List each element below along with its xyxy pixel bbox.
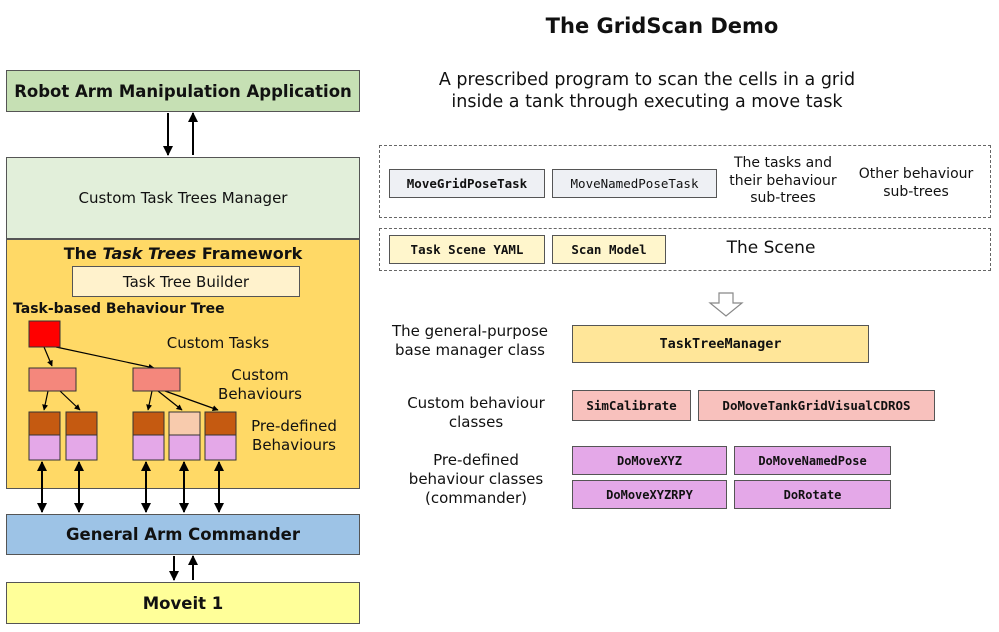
edge-task2-leaf5 bbox=[164, 390, 219, 412]
scene-item-scan-model-label: Scan Model bbox=[571, 242, 647, 257]
scene-item-scan-model: Scan Model bbox=[552, 235, 666, 264]
commander-links bbox=[37, 461, 224, 513]
leaf-5-bottom bbox=[204, 434, 237, 461]
robot-arm-application-box: Robot Arm Manipulation Application bbox=[6, 70, 360, 112]
framework-title-prefix: The bbox=[63, 244, 103, 263]
moveit-label: Moveit 1 bbox=[142, 593, 224, 613]
custom-tasks-label: Custom Tasks bbox=[166, 334, 270, 352]
other-subtrees-line-2: sub-trees bbox=[883, 183, 949, 200]
page-title: The GridScan Demo bbox=[545, 14, 779, 38]
custom-task-trees-manager-box: Custom Task Trees Manager bbox=[6, 157, 360, 239]
other-subtrees-note: Other behaviour sub-trees bbox=[848, 166, 984, 201]
task-class-move-grid-pose: MoveGridPoseTask bbox=[389, 169, 545, 198]
custom-behaviour-classes-line-1: Custom behaviour bbox=[407, 394, 545, 412]
custom-task-trees-manager-label: Custom Task Trees Manager bbox=[78, 189, 288, 207]
class-sim-calibrate: SimCalibrate bbox=[572, 390, 691, 421]
custom-behaviour-classes-label: Custom behaviour classes bbox=[390, 394, 562, 432]
leaf-3-bottom bbox=[132, 434, 165, 461]
edge-root-task1 bbox=[43, 346, 53, 367]
leaf-4-top bbox=[168, 411, 201, 436]
task-tree-builder-label: Task Tree Builder bbox=[122, 272, 250, 291]
task-class-move-named-pose: MoveNamedPoseTask bbox=[552, 169, 717, 198]
class-do-move-xyzrpy-label: DoMoveXYZRPY bbox=[606, 487, 693, 502]
custom-behaviours-line-2: Behaviours bbox=[218, 384, 302, 403]
task-class-move-grid-pose-label: MoveGridPoseTask bbox=[406, 176, 528, 191]
class-do-move-tank-grid: DoMoveTankGridVisualCDROS bbox=[698, 390, 935, 421]
class-do-move-named-pose-label: DoMoveNamedPose bbox=[758, 453, 867, 468]
manager-class-label-line-2: base manager class bbox=[395, 340, 545, 359]
tree-root-node bbox=[28, 320, 61, 348]
scene-item-yaml-label: Task Scene YAML bbox=[410, 242, 524, 257]
predefined-classes-line-2: behaviour classes bbox=[408, 469, 544, 488]
framework-title-em: Task Trees bbox=[102, 244, 197, 263]
task-class-move-named-pose-label: MoveNamedPoseTask bbox=[570, 176, 699, 191]
description-line-1: A prescribed program to scan the cells i… bbox=[438, 70, 856, 90]
class-do-rotate: DoRotate bbox=[734, 480, 891, 509]
tasks-row-frame bbox=[379, 145, 991, 218]
manager-class-label: The general-purpose base manager class bbox=[380, 322, 560, 360]
edge-task2-leaf4 bbox=[157, 390, 183, 411]
predefined-behaviours-line-2: Behaviours bbox=[252, 435, 336, 454]
leaf-4-bottom bbox=[168, 434, 201, 461]
predefined-behaviours-label: Pre-defined Behaviours bbox=[239, 417, 349, 455]
class-do-move-named-pose: DoMoveNamedPose bbox=[734, 446, 891, 475]
tasks-note-line-1: The tasks and bbox=[733, 155, 833, 171]
edge-task2-leaf3 bbox=[146, 390, 153, 411]
tree-edges bbox=[42, 346, 219, 412]
edge-task1-leaf2 bbox=[59, 390, 81, 411]
edge-root-task2 bbox=[55, 346, 155, 370]
scene-item-yaml: Task Scene YAML bbox=[389, 235, 545, 264]
edge-task1-leaf1 bbox=[42, 390, 49, 411]
behaviour-tree-title: Task-based Behaviour Tree bbox=[13, 301, 225, 317]
general-arm-commander-label: General Arm Commander bbox=[65, 525, 301, 544]
behaviour-leaves bbox=[28, 411, 237, 461]
class-do-move-tank-grid-label: DoMoveTankGridVisualCDROS bbox=[722, 398, 911, 413]
leaf-2-bottom bbox=[65, 434, 98, 461]
leaf-5-top bbox=[204, 411, 237, 436]
predefined-classes-line-3: (commander) bbox=[425, 488, 527, 507]
predefined-behaviours-line-1: Pre-defined bbox=[251, 417, 337, 435]
leaf-1-top bbox=[28, 411, 61, 436]
description: A prescribed program to scan the cells i… bbox=[392, 70, 902, 114]
class-do-move-xyzrpy: DoMoveXYZRPY bbox=[572, 480, 727, 509]
tasks-note-line-3: sub-trees bbox=[750, 190, 816, 206]
class-do-move-xyz: DoMoveXYZ bbox=[572, 446, 727, 475]
moveit-box: Moveit 1 bbox=[6, 582, 360, 624]
manager-class-label-line-1: The general-purpose bbox=[391, 322, 549, 340]
custom-task-node-1 bbox=[28, 367, 77, 392]
robot-arm-application-label: Robot Arm Manipulation Application bbox=[14, 81, 352, 101]
custom-task-node-2 bbox=[132, 367, 181, 392]
task-tree-builder-box: Task Tree Builder bbox=[72, 266, 300, 297]
class-sim-calibrate-label: SimCalibrate bbox=[586, 398, 677, 413]
other-subtrees-line-1: Other behaviour bbox=[858, 166, 974, 182]
custom-behaviour-classes-line-2: classes bbox=[448, 412, 504, 431]
scene-row-frame bbox=[379, 228, 991, 271]
framework-title: The Task Trees Framework bbox=[6, 244, 360, 264]
leaf-2-top bbox=[65, 411, 98, 436]
tasks-note: The tasks and their behaviour sub-trees bbox=[722, 155, 844, 208]
predefined-classes-label: Pre-defined behaviour classes (commander… bbox=[392, 451, 560, 507]
hollow-down-arrow-icon bbox=[708, 292, 744, 317]
task-tree-manager-class-label: TaskTreeManager bbox=[659, 336, 782, 352]
tasks-note-line-2: their behaviour bbox=[729, 172, 837, 189]
task-tree-manager-class: TaskTreeManager bbox=[572, 325, 869, 363]
general-arm-commander-box: General Arm Commander bbox=[6, 514, 360, 555]
leaf-3-top bbox=[132, 411, 165, 436]
description-line-2: inside a tank through executing a move t… bbox=[451, 91, 843, 112]
framework-title-suffix: Framework bbox=[196, 244, 303, 263]
custom-behaviours-label: Custom Behaviours bbox=[205, 366, 315, 404]
class-do-move-xyz-label: DoMoveXYZ bbox=[616, 453, 683, 468]
leaf-1-bottom bbox=[28, 434, 61, 461]
scene-label: The Scene bbox=[726, 238, 816, 258]
class-do-rotate-label: DoRotate bbox=[783, 487, 842, 502]
predefined-classes-line-1: Pre-defined bbox=[433, 451, 519, 469]
custom-behaviours-line-1: Custom bbox=[231, 366, 289, 384]
